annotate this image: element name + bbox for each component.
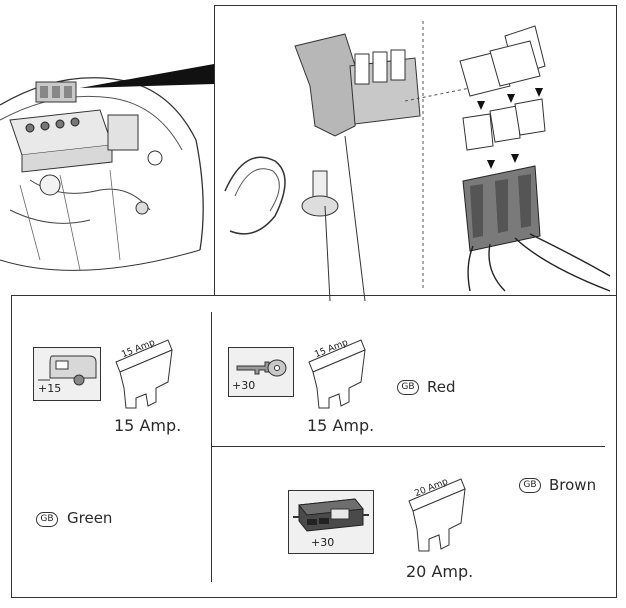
ignition-fuse-graphic: 15 Amp xyxy=(305,336,369,409)
caravan-fuse-graphic: 15 Amp xyxy=(112,336,176,409)
horizontal-divider xyxy=(212,446,605,447)
brown-wire-label: Brown xyxy=(549,476,597,494)
key-icon-box: +30 xyxy=(228,347,294,397)
caravan-circuit-label: +15 xyxy=(38,382,62,395)
gb-country-badge-red: GB xyxy=(397,380,419,395)
red-wire-label: Red xyxy=(427,378,456,396)
module-circuit-label: +30 xyxy=(311,536,335,549)
gb-country-badge-green: GB xyxy=(36,512,58,527)
engine-bay-illustration xyxy=(0,60,214,298)
module-fuse-caption: 20 Amp. xyxy=(406,562,474,581)
key-icon xyxy=(236,359,287,377)
caravan-fuse-caption: 15 Amp. xyxy=(114,416,182,435)
module-fuse-graphic: 20 Amp xyxy=(405,475,469,552)
fuse-table-frame xyxy=(11,295,617,598)
gb-country-badge-brown: GB xyxy=(519,478,541,493)
module-icon-box: +30 xyxy=(288,490,374,554)
fuse-box-detail xyxy=(214,5,617,302)
caravan-icon-box: +15 xyxy=(33,347,101,401)
ignition-fuse-caption: 15 Amp. xyxy=(307,416,375,435)
caravan-icon xyxy=(38,355,97,386)
vertical-divider xyxy=(211,312,212,582)
green-wire-label: Green xyxy=(67,509,113,527)
key-circuit-label: +30 xyxy=(232,379,256,392)
control-module-icon xyxy=(293,498,369,532)
